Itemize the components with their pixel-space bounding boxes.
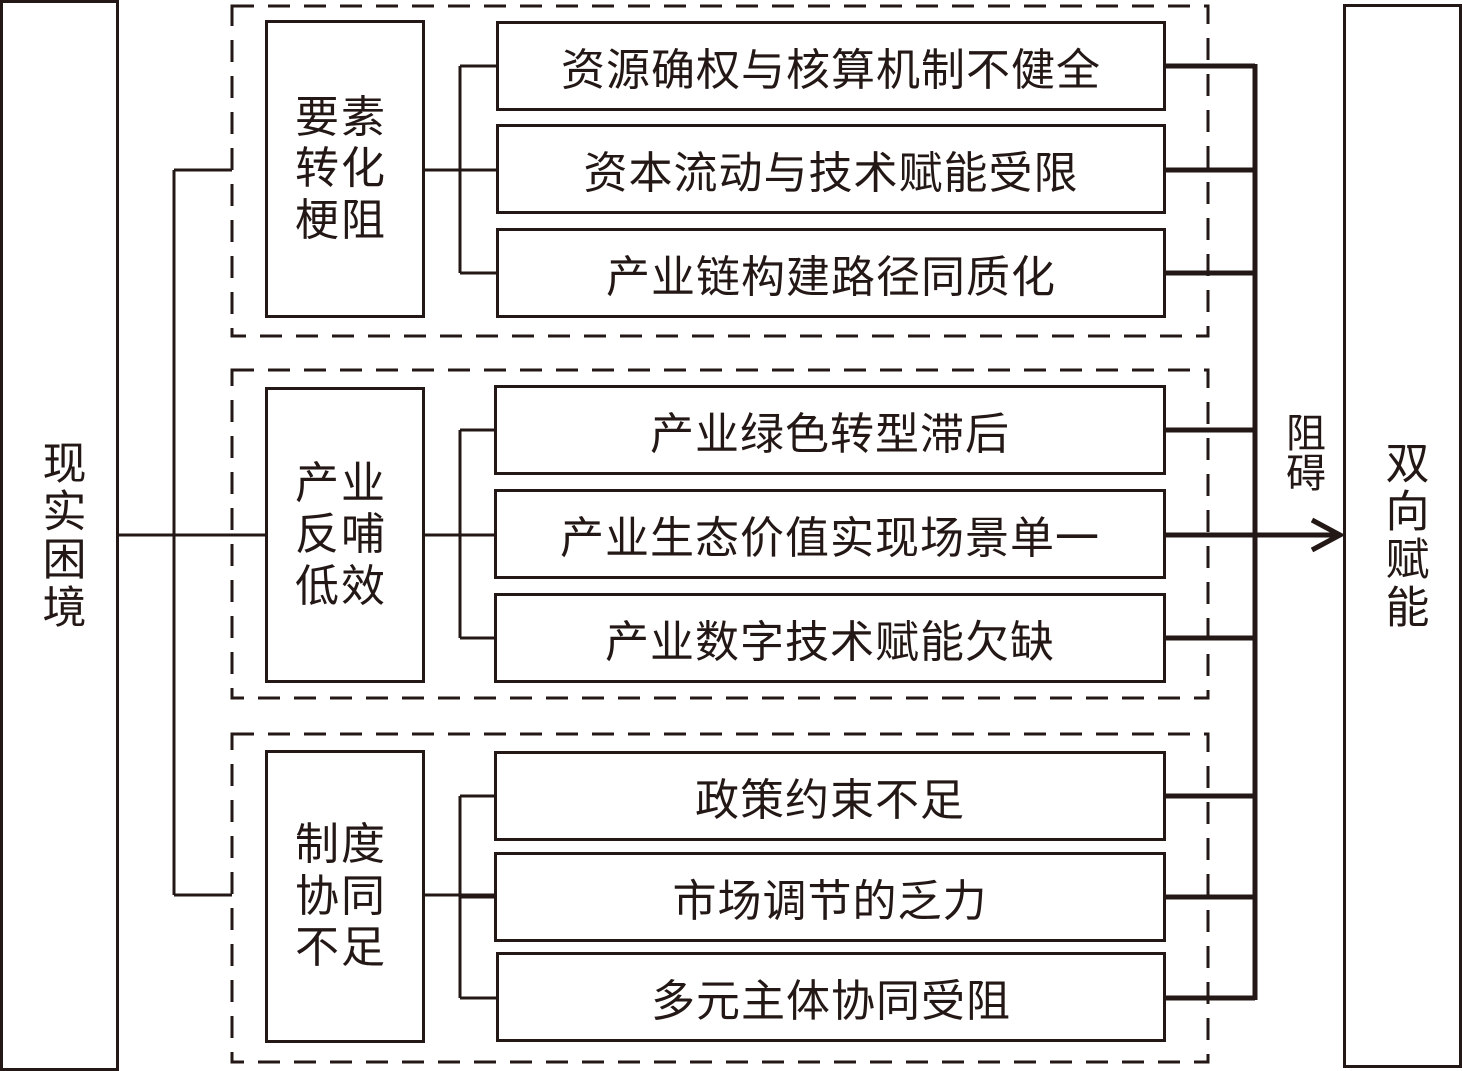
item-box: 资源确权与核算机制不健全 [496, 21, 1166, 111]
category-line: 梗阻 [295, 194, 387, 246]
category-line: 低效 [295, 560, 387, 612]
right-node-label: 双向赋能 [1377, 440, 1429, 632]
category-box: 制度 协同 不足 [265, 750, 425, 1043]
item-box: 多元主体协同受阻 [496, 952, 1166, 1042]
item-box: 资本流动与技术赋能受限 [496, 124, 1166, 214]
item-label: 多元主体协同受阻 [651, 976, 1011, 1027]
item-box: 产业链构建路径同质化 [496, 228, 1166, 318]
item-box: 市场调节的乏力 [494, 852, 1166, 942]
category-line: 协同 [295, 870, 387, 922]
arrow-head-icon [1310, 517, 1346, 553]
item-label: 资源确权与核算机制不健全 [561, 45, 1101, 96]
group-dashed-frame [230, 732, 1210, 1064]
category-line: 产业 [295, 457, 387, 509]
category-line: 制度 [295, 819, 387, 871]
group-dashed-frame [230, 4, 1210, 338]
item-label: 政策约束不足 [695, 775, 965, 826]
item-box: 产业绿色转型滞后 [494, 385, 1166, 475]
group-dashed-frame [230, 368, 1210, 700]
category-line: 反哺 [295, 509, 387, 561]
item-box: 产业数字技术赋能欠缺 [494, 593, 1166, 683]
item-box: 政策约束不足 [494, 751, 1166, 841]
item-label: 产业数字技术赋能欠缺 [605, 617, 1055, 668]
item-box: 产业生态价值实现场景单一 [494, 489, 1166, 579]
left-node-label: 现实困境 [34, 439, 86, 632]
category-box: 要素 转化 梗阻 [265, 20, 425, 318]
category-line: 转化 [295, 143, 387, 195]
arrow-label-obstruct: 阻碍 [1279, 412, 1325, 492]
item-label: 产业生态价值实现场景单一 [560, 513, 1100, 564]
right-node-two-way-empowerment: 双向赋能 [1343, 4, 1462, 1068]
item-label: 资本流动与技术赋能受限 [583, 148, 1079, 199]
item-label: 产业链构建路径同质化 [606, 252, 1056, 303]
left-node-current-dilemma: 现实困境 [0, 0, 119, 1071]
category-line: 不足 [295, 922, 387, 974]
item-label: 产业绿色转型滞后 [650, 409, 1010, 460]
item-label: 市场调节的乏力 [672, 876, 988, 927]
category-line: 要素 [295, 91, 387, 143]
category-box: 产业 反哺 低效 [265, 387, 425, 683]
